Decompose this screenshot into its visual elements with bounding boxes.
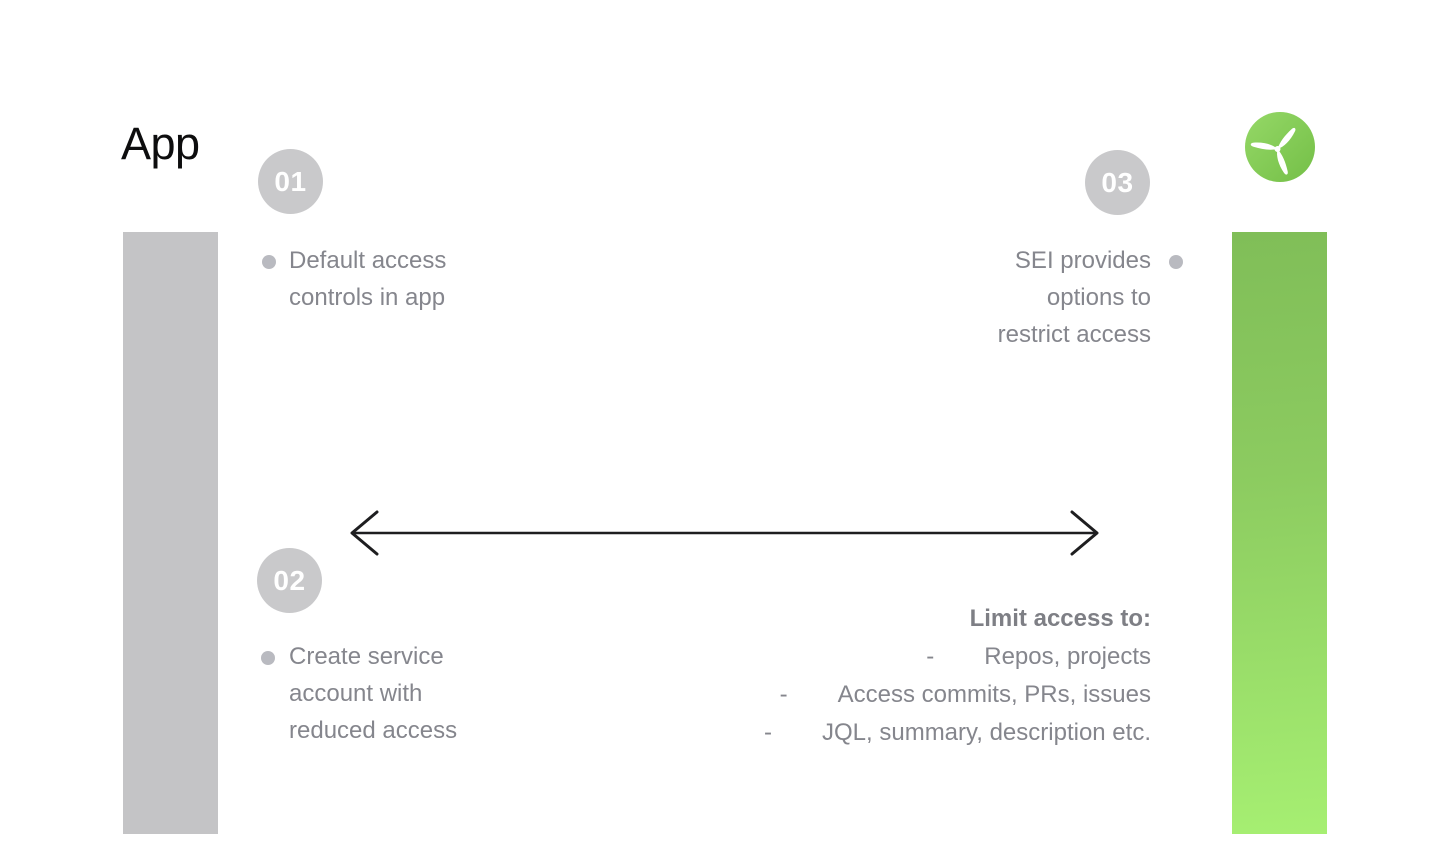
list-item-text: Access commits, PRs, issues bbox=[837, 681, 1151, 708]
step-text-line: restrict access bbox=[997, 321, 1151, 348]
list-item: - Repos, projects bbox=[764, 638, 1151, 676]
list-item-dash: - bbox=[926, 643, 935, 670]
step-badge-02: 02 bbox=[257, 548, 322, 613]
step-text-line: Create service bbox=[289, 643, 444, 670]
page-title: App bbox=[121, 118, 200, 169]
bullet-dot bbox=[261, 651, 275, 665]
bullet-dot bbox=[262, 255, 276, 269]
bullet-dot bbox=[1169, 255, 1183, 269]
step-text-line: account with bbox=[289, 680, 423, 707]
limit-access-block: Limit access to: - Repos, projects - Acc… bbox=[764, 600, 1151, 752]
step-number: 03 bbox=[1101, 166, 1134, 198]
step-text-01: Default access controls in app bbox=[289, 242, 446, 316]
turbine-logo-svg bbox=[1245, 112, 1315, 182]
turbine-logo bbox=[1245, 112, 1315, 182]
step-text-02: Create service account with reduced acce… bbox=[289, 638, 457, 749]
step-number: 02 bbox=[273, 564, 306, 596]
step-text-line: Default access bbox=[289, 247, 447, 274]
step-badge-01: 01 bbox=[258, 149, 323, 214]
sei-column-bar bbox=[1232, 232, 1327, 834]
list-item-dash: - bbox=[764, 719, 772, 746]
step-badge-03: 03 bbox=[1085, 150, 1150, 215]
list-item-dash: - bbox=[779, 681, 788, 708]
double-arrow-icon bbox=[350, 510, 1099, 556]
list-item-text: JQL, summary, description etc. bbox=[822, 719, 1151, 746]
step-text-03: SEI provides options to restrict access bbox=[998, 242, 1151, 353]
step-text-line: controls in app bbox=[289, 284, 446, 311]
step-number: 01 bbox=[274, 165, 307, 197]
list-item: - JQL, summary, description etc. bbox=[764, 714, 1151, 752]
list-item-text: Repos, projects bbox=[984, 643, 1151, 670]
limit-access-heading: Limit access to: bbox=[969, 605, 1151, 632]
step-text-line: reduced access bbox=[289, 717, 458, 744]
step-text-line: SEI provides bbox=[1014, 247, 1151, 274]
list-item: - Access commits, PRs, issues bbox=[764, 676, 1151, 714]
step-text-line: options to bbox=[1046, 284, 1151, 311]
app-column-bar bbox=[123, 232, 218, 834]
